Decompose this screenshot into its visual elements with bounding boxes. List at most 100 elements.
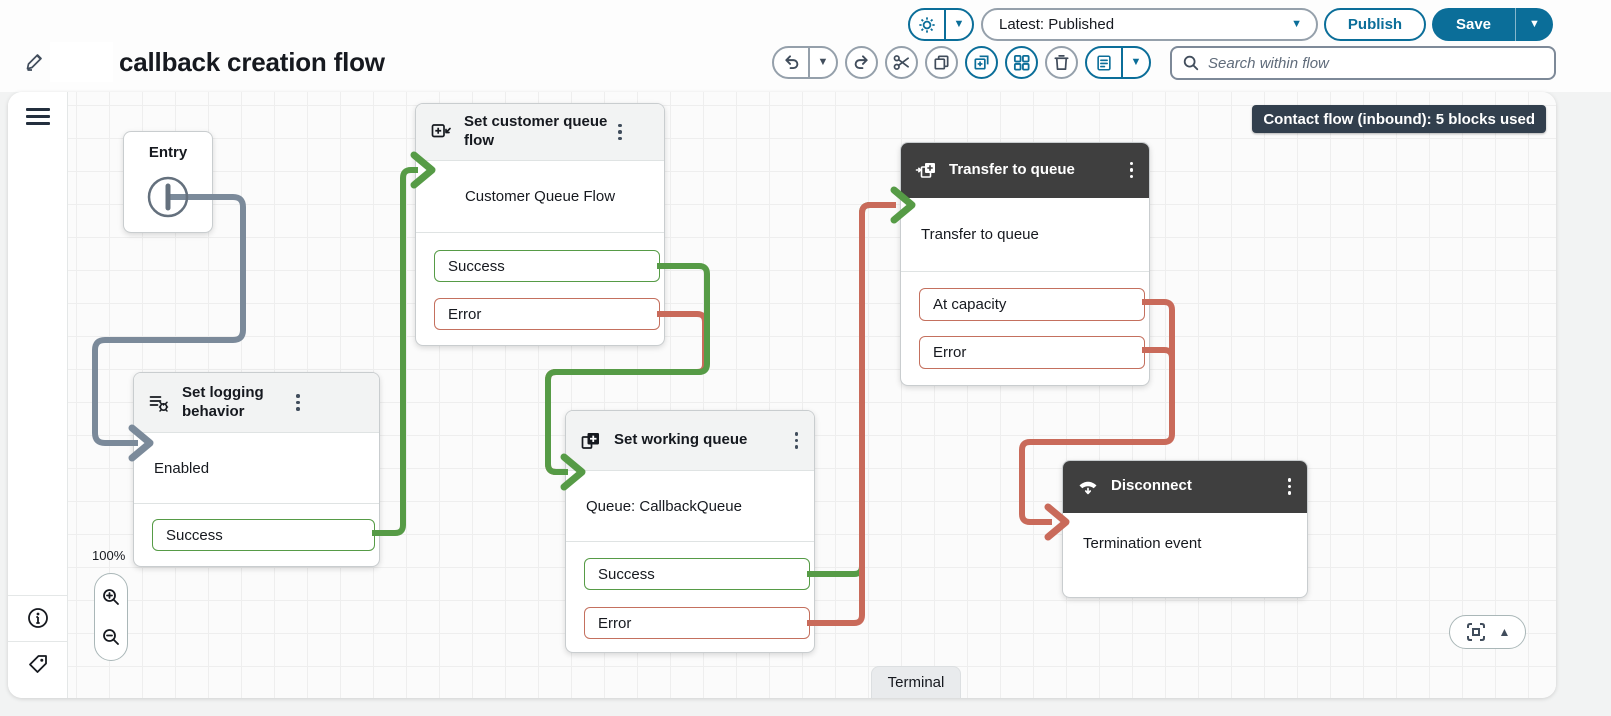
- blocks-menu-hamburger-icon[interactable]: [26, 108, 50, 129]
- output-label: Error: [933, 344, 966, 361]
- output-label: Success: [448, 258, 505, 275]
- block-title: Transfer to queue: [937, 161, 1124, 180]
- fit-to-screen-icon: [1465, 621, 1487, 643]
- block-body-text: Queue: CallbackQueue: [566, 471, 814, 541]
- set-working-queue-icon: [580, 430, 602, 452]
- search-input[interactable]: [1208, 55, 1544, 72]
- block-outputs: Success: [134, 503, 379, 566]
- blocks-library-button[interactable]: [1005, 46, 1038, 79]
- block-title: Entry: [124, 144, 212, 161]
- tag-icon: [26, 652, 50, 676]
- block-entry[interactable]: Entry: [123, 131, 213, 233]
- zoom-out-button[interactable]: [100, 626, 122, 648]
- output-success[interactable]: Success: [584, 558, 810, 590]
- flow-type-badge: Contact flow (inbound): 5 blocks used: [1252, 105, 1546, 133]
- set-logging-behavior-icon: [148, 392, 170, 414]
- zoom-in-icon: [101, 587, 121, 607]
- set-customer-queue-flow-icon: [430, 121, 452, 143]
- undo-history-chevron-icon[interactable]: ▼: [810, 48, 836, 77]
- connector-working-success-to-transfer: [807, 205, 888, 574]
- edit-title-pencil-icon[interactable]: [20, 48, 48, 76]
- copy-to-clipboard-button[interactable]: [965, 46, 998, 79]
- block-body-text: Customer Queue Flow: [416, 161, 664, 232]
- block-transfer-to-queue[interactable]: Transfer to queue Transfer to queue At c…: [900, 142, 1150, 386]
- flow-title-row: callback creation flow: [20, 42, 385, 82]
- publish-button-label: Publish: [1348, 16, 1402, 33]
- cut-button[interactable]: [885, 46, 918, 79]
- block-header[interactable]: Transfer to queue: [901, 143, 1149, 198]
- output-label: Error: [598, 615, 631, 632]
- block-body-text: Transfer to queue: [901, 198, 1149, 271]
- kebab-menu-icon[interactable]: [1124, 158, 1140, 183]
- gear-icon[interactable]: [910, 10, 946, 39]
- publish-button[interactable]: Publish: [1324, 8, 1426, 41]
- minimap-expand-chevron-icon[interactable]: ▲: [1499, 626, 1511, 638]
- page-title: callback creation flow: [119, 47, 385, 78]
- disconnect-icon: [1077, 476, 1099, 498]
- notes-dropdown-chevron-icon[interactable]: ▼: [1123, 48, 1149, 77]
- output-success[interactable]: Success: [152, 519, 375, 551]
- block-header[interactable]: Set working queue: [566, 411, 814, 471]
- version-selector-value: Latest: Published: [999, 16, 1114, 33]
- block-outputs: At capacity Error: [901, 271, 1149, 385]
- block-set-working-queue[interactable]: Set working queue Queue: CallbackQueue S…: [565, 410, 815, 653]
- gear-dropdown-chevron-icon[interactable]: ▼: [946, 10, 972, 39]
- block-header[interactable]: Set logging behavior: [134, 373, 379, 433]
- flow-canvas[interactable]: Contact flow (inbound): 5 blocks used En…: [68, 92, 1556, 698]
- block-title: Set logging behavior: [170, 384, 290, 422]
- output-error[interactable]: Error: [919, 336, 1145, 369]
- version-selector[interactable]: Latest: Published ▼: [981, 8, 1318, 41]
- zoom-out-icon: [101, 627, 121, 647]
- search-icon: [1182, 54, 1200, 72]
- save-split-button[interactable]: Save ▼: [1432, 8, 1553, 41]
- tags-button[interactable]: [8, 641, 68, 687]
- kebab-menu-icon[interactable]: [612, 120, 628, 145]
- top-bar: callback creation flow ▼ Latest: Publish…: [0, 0, 1611, 92]
- output-label: At capacity: [933, 296, 1006, 313]
- block-disconnect[interactable]: Disconnect Termination event: [1062, 460, 1308, 598]
- terminal-tab-label: Terminal: [888, 674, 945, 691]
- output-error[interactable]: Error: [434, 298, 660, 330]
- block-set-logging-behavior[interactable]: Set logging behavior Enabled Success: [133, 372, 380, 567]
- minimap-toggle[interactable]: ▲: [1449, 615, 1526, 649]
- flow-settings-split-button[interactable]: ▼: [908, 8, 974, 41]
- block-body-text: Enabled: [134, 433, 379, 503]
- kebab-menu-icon[interactable]: [1282, 474, 1298, 499]
- metadata-info-button[interactable]: [8, 595, 68, 641]
- block-body-text: Termination event: [1063, 513, 1307, 573]
- terminal-tab[interactable]: Terminal: [871, 666, 961, 698]
- info-icon: [26, 606, 50, 630]
- block-set-customer-queue-flow[interactable]: Set customer queue flow Customer Queue F…: [415, 103, 665, 346]
- save-button[interactable]: Save: [1432, 8, 1516, 41]
- flow-editor-panel: Contact flow (inbound): 5 blocks used En…: [8, 92, 1556, 698]
- undo-icon[interactable]: [774, 48, 810, 77]
- output-label: Error: [448, 306, 481, 323]
- undo-split-button[interactable]: ▼: [772, 46, 838, 79]
- block-header[interactable]: Disconnect: [1063, 461, 1307, 513]
- block-header[interactable]: Set customer queue flow: [416, 104, 664, 161]
- zoom-in-button[interactable]: [100, 586, 122, 608]
- block-title: Disconnect: [1099, 477, 1282, 496]
- block-outputs: Success Error: [566, 541, 814, 652]
- output-label: Success: [166, 527, 223, 544]
- left-sidebar: [8, 92, 68, 698]
- notes-split-button[interactable]: ▼: [1085, 46, 1151, 79]
- block-title: Set working queue: [602, 431, 789, 450]
- block-title: Set customer queue flow: [452, 113, 612, 151]
- kebab-menu-icon[interactable]: [290, 390, 306, 415]
- output-error[interactable]: Error: [584, 607, 810, 639]
- output-at-capacity[interactable]: At capacity: [919, 288, 1145, 321]
- delete-button[interactable]: [1045, 46, 1078, 79]
- transfer-to-queue-icon: [915, 159, 937, 181]
- zoom-level-label: 100%: [92, 548, 125, 563]
- copy-button[interactable]: [925, 46, 958, 79]
- kebab-menu-icon[interactable]: [789, 428, 805, 453]
- chevron-down-icon: ▼: [1291, 19, 1302, 30]
- redo-button[interactable]: [845, 46, 878, 79]
- notes-icon[interactable]: [1087, 48, 1123, 77]
- flow-search[interactable]: [1170, 46, 1556, 80]
- output-success[interactable]: Success: [434, 250, 660, 282]
- save-dropdown-chevron-icon[interactable]: ▼: [1516, 8, 1553, 41]
- blank-patch: [50, 42, 113, 82]
